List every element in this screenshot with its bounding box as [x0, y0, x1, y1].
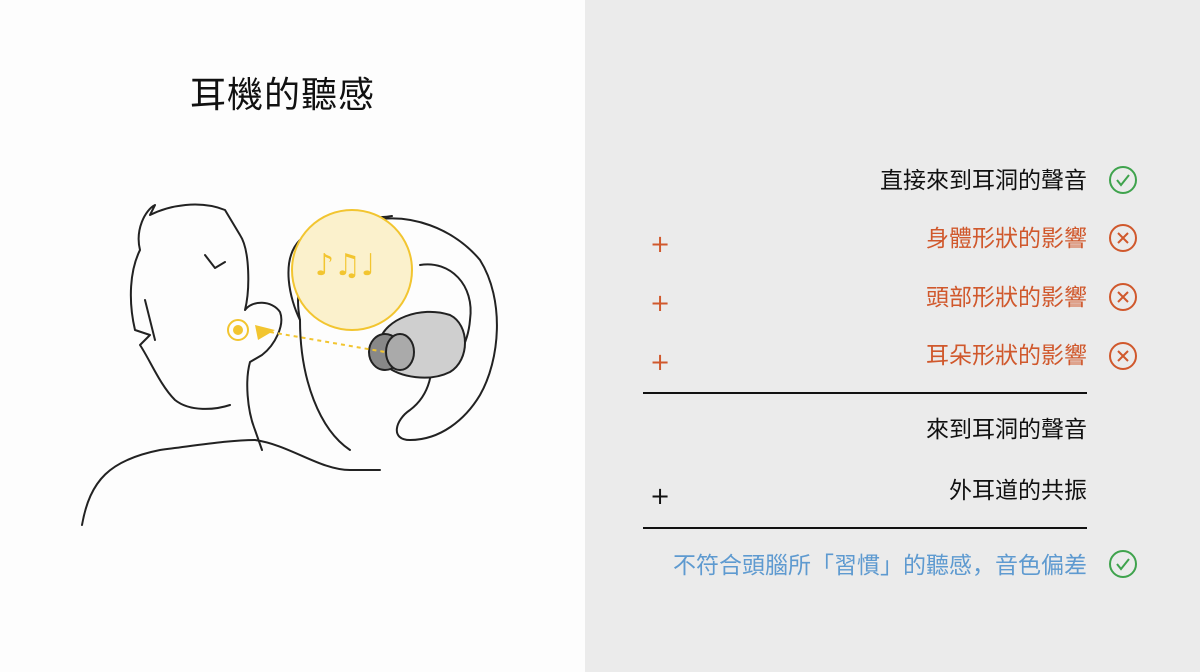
earphone-icon	[368, 310, 466, 379]
sound-arrow-icon	[255, 325, 275, 340]
shoulder	[81, 439, 381, 526]
face-line	[144, 299, 156, 341]
divider	[643, 527, 1087, 529]
row-sound-to-ear: 來到耳洞的聲音	[926, 417, 1087, 443]
row-direct-sound: 直接來到耳洞的聲音	[880, 168, 1087, 194]
head-earphone-illustration: ♪♫♩	[81, 203, 498, 526]
cross-circle-icon	[1109, 283, 1137, 311]
row-body-shape: 身體形狀的影響	[926, 226, 1087, 252]
plus-sign: +	[650, 289, 671, 317]
head-outline	[129, 203, 283, 451]
row-canal-resonance: 外耳道的共振	[949, 478, 1087, 504]
cross-circle-icon	[1109, 342, 1137, 370]
row-head-shape: 頭部形狀的影響	[926, 285, 1087, 311]
divider	[643, 392, 1087, 394]
neck-line	[299, 319, 351, 451]
hair-tuft	[204, 254, 226, 269]
plus-sign: +	[650, 482, 671, 510]
music-notes-icon: ♪♫♩	[315, 248, 375, 283]
row-ear-shape: 耳朵形狀的影響	[926, 343, 1087, 369]
page-title: 耳機的聽感	[190, 75, 376, 116]
plus-sign: +	[650, 348, 671, 376]
explanation-panel	[585, 0, 1200, 672]
check-circle-icon	[1109, 166, 1137, 194]
cross-circle-icon	[1109, 224, 1137, 252]
sound-wave-icon	[227, 319, 249, 341]
illustration-panel	[0, 0, 585, 672]
plus-sign: +	[650, 230, 671, 258]
row-result: 不符合頭腦所「習慣」的聽感，音色偏差	[673, 553, 1087, 579]
music-note-circle	[291, 209, 413, 331]
check-circle-icon	[1109, 550, 1137, 578]
